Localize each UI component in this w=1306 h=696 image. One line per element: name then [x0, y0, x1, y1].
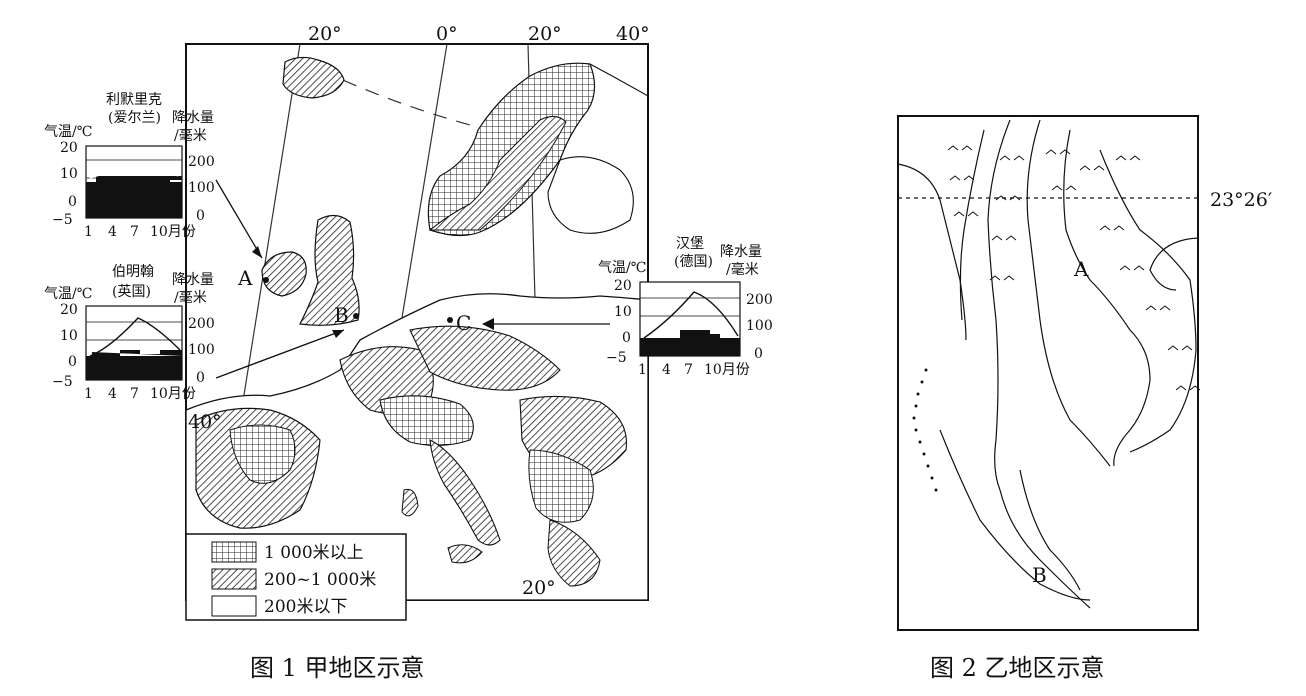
- birmingham-city: 伯明翰: [112, 264, 154, 280]
- svg-text:10: 10: [60, 166, 78, 182]
- limerick-precip-label: 降水量: [172, 110, 214, 126]
- point-b-label: B: [334, 303, 349, 327]
- coastal-dots: [912, 368, 938, 492]
- svg-text:0: 0: [196, 208, 205, 224]
- italy: [429, 439, 501, 546]
- tropic-label: 23°26′: [1210, 189, 1272, 211]
- svg-text:0: 0: [754, 346, 763, 362]
- svg-text:0: 0: [622, 330, 631, 346]
- bottom-lon-label: 20°: [522, 577, 556, 599]
- svg-text:10: 10: [614, 304, 632, 320]
- svg-text:7: 7: [684, 362, 693, 378]
- svg-text:10: 10: [60, 328, 78, 344]
- point-a-label: A: [237, 266, 253, 290]
- sardinia: [401, 488, 419, 517]
- hamburg-precip-unit: /毫米: [726, 261, 759, 278]
- figure2-caption: 图 2 乙地区示意: [930, 654, 1105, 682]
- lon-label-20w: 20°: [308, 23, 342, 45]
- map2-frame: [897, 115, 1199, 631]
- climate-chart-birmingham: 伯明翰 (英国) 气温/℃ 降水量 /毫米 20 10 0 −5 200 100…: [44, 264, 345, 402]
- svg-text:0: 0: [68, 194, 77, 210]
- legend-label-high: 1 000米以上: [264, 543, 364, 563]
- birmingham-precip-unit: /毫米: [174, 289, 207, 306]
- hamburg-temp-label: 气温/℃: [598, 260, 646, 276]
- svg-text:1: 1: [638, 362, 647, 378]
- birmingham-temp-label: 气温/℃: [44, 286, 92, 302]
- point-a-marker: [263, 277, 269, 283]
- sicily: [447, 544, 483, 564]
- svg-text:7: 7: [130, 224, 139, 240]
- legend-swatch-mid: [211, 568, 257, 590]
- fig2-point-b-label: B: [1032, 563, 1047, 587]
- fig2-point-a-label: A: [1073, 257, 1089, 281]
- iceland: [282, 56, 345, 99]
- hamburg-city: 汉堡: [676, 236, 704, 252]
- limerick-city: 利默里克: [106, 92, 162, 108]
- lon-label-40e: 40°: [616, 23, 650, 45]
- greece: [547, 519, 601, 587]
- svg-text:100: 100: [188, 180, 215, 196]
- svg-text:1: 1: [84, 386, 93, 402]
- coastlines-rivers: [897, 119, 1199, 609]
- point-c-marker: [447, 317, 453, 323]
- climate-chart-hamburg: 汉堡 (德国) 气温/℃ 降水量 /毫米 20 10 0 −5 200 100 …: [482, 236, 773, 378]
- lon-label-20e: 20°: [528, 23, 562, 45]
- birmingham-month-label: 10月份: [150, 386, 196, 402]
- svg-text:4: 4: [108, 386, 117, 402]
- figure1-caption: 图 1 甲地区示意: [250, 654, 425, 682]
- svg-text:200: 200: [188, 154, 215, 170]
- figure2-map: 23°26′: [897, 115, 1272, 631]
- finland: [547, 156, 634, 234]
- svg-text:100: 100: [746, 318, 773, 334]
- alps: [379, 395, 474, 447]
- svg-text:200: 200: [746, 292, 773, 308]
- mountain-symbols: [947, 145, 1201, 391]
- svg-text:1: 1: [84, 224, 93, 240]
- legend-label-mid: 200~1 000米: [264, 570, 376, 590]
- svg-text:−5: −5: [606, 350, 627, 366]
- iberia-high: [229, 424, 296, 484]
- lat-label-40n: 40°: [188, 411, 222, 433]
- hamburg-country: (德国): [674, 254, 713, 270]
- figure1-map: A B C 20° 0° 20° 40° 40° 20° 1 000米以上 20…: [185, 23, 650, 621]
- svg-text:20: 20: [614, 278, 632, 294]
- great-britain: [299, 214, 360, 326]
- map1-legend: 1 000米以上 200~1 000米 200米以下: [185, 533, 407, 621]
- limerick-temp-label: 气温/℃: [44, 124, 92, 140]
- scandinavia-mid: [428, 116, 567, 231]
- svg-text:0: 0: [196, 370, 205, 386]
- svg-text:−5: −5: [52, 374, 73, 390]
- ireland: [261, 251, 307, 297]
- svg-text:200: 200: [188, 316, 215, 332]
- lon-label-0: 0°: [436, 23, 458, 45]
- limerick-precip-unit: /毫米: [174, 127, 207, 144]
- point-b-marker: [353, 313, 359, 319]
- birmingham-precip-label: 降水量: [172, 272, 214, 288]
- svg-text:0: 0: [68, 354, 77, 370]
- legend-label-low: 200米以下: [264, 597, 347, 617]
- limerick-country: (爱尔兰): [108, 110, 161, 126]
- hamburg-month-label: 10月份: [704, 362, 750, 378]
- svg-text:4: 4: [108, 224, 117, 240]
- svg-text:−5: −5: [52, 212, 73, 228]
- point-c-label: C: [456, 311, 471, 335]
- legend-swatch-high: [211, 541, 257, 563]
- hamburg-precip-label: 降水量: [720, 244, 762, 260]
- legend-swatch-low: [211, 595, 257, 617]
- svg-text:20: 20: [60, 302, 78, 318]
- svg-text:20: 20: [60, 140, 78, 156]
- svg-text:100: 100: [188, 342, 215, 358]
- limerick-month-label: 10月份: [150, 224, 196, 240]
- svg-text:4: 4: [662, 362, 671, 378]
- climate-chart-limerick: 利默里克 (爱尔兰) 气温/℃ 降水量 /毫米 20 10 0 −5 200 1…: [44, 92, 263, 259]
- birmingham-country: (英国): [112, 283, 151, 300]
- svg-text:7: 7: [130, 386, 139, 402]
